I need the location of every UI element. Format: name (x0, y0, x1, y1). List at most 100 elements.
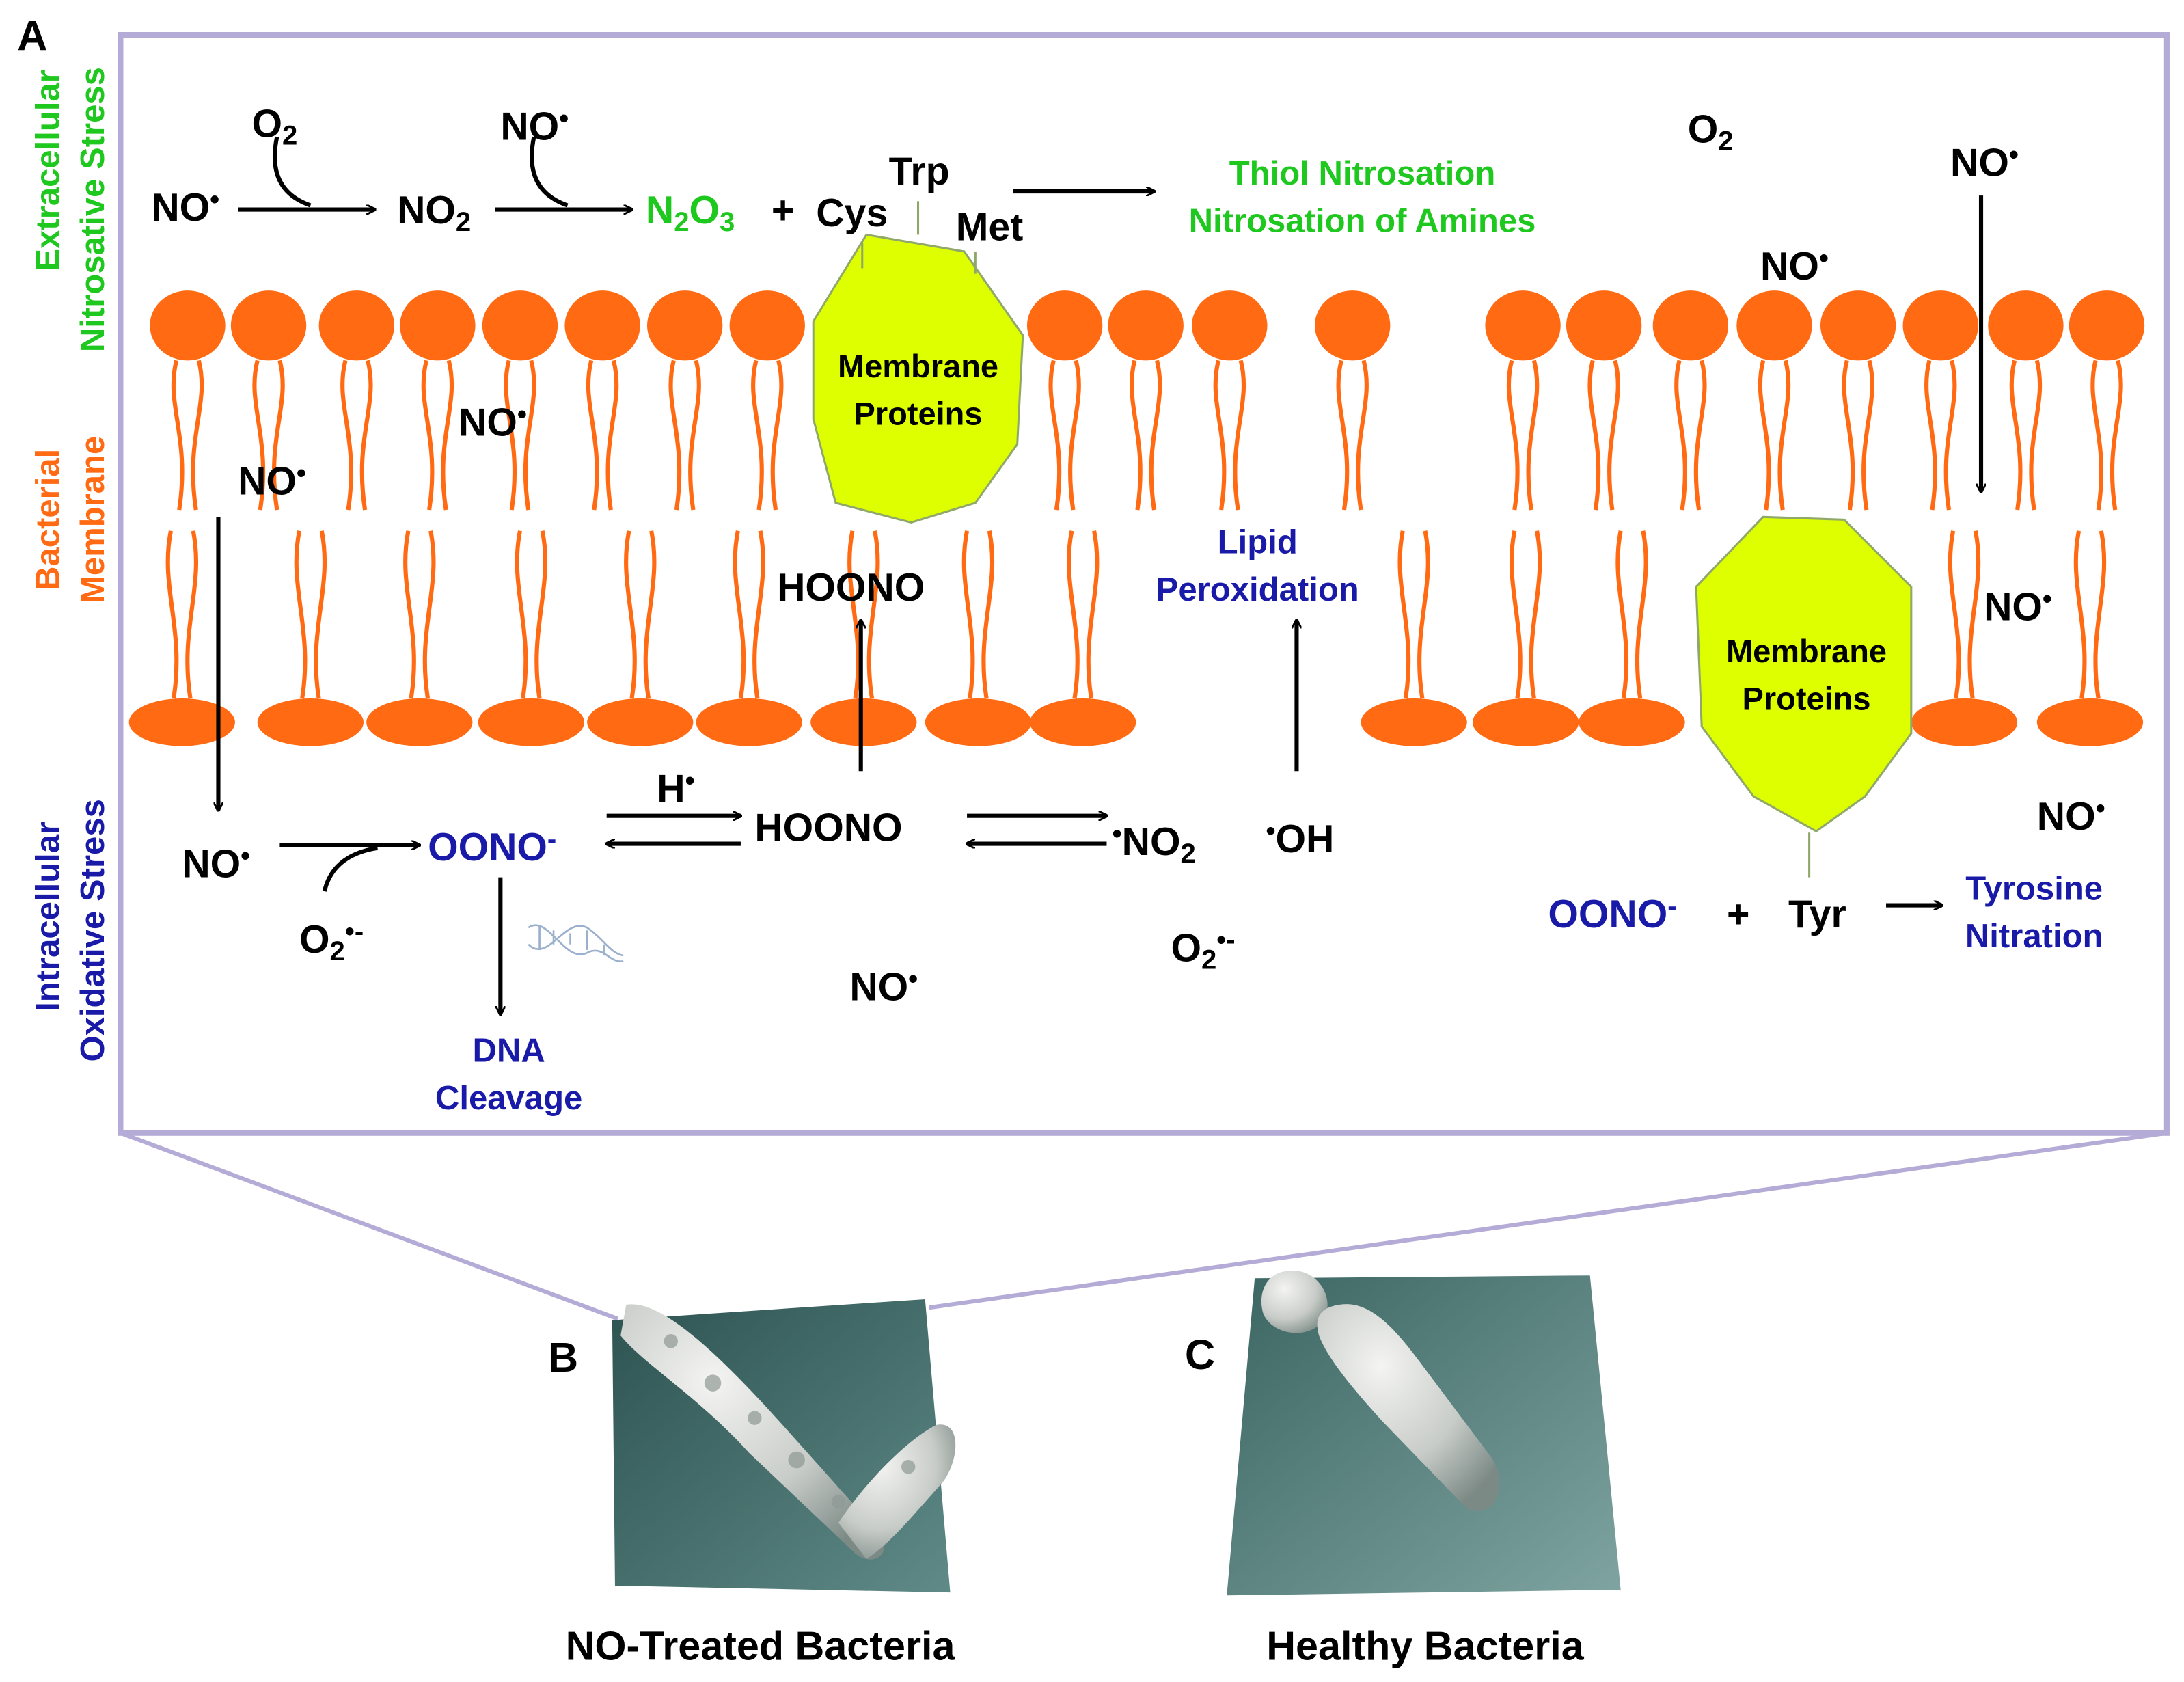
lipid-tail-bottom (981, 530, 995, 699)
no-radical: NO• (238, 459, 306, 504)
lipid-tail-top (1758, 360, 1771, 511)
peroxynitrite: OONO- (428, 824, 556, 869)
dna-icon (528, 924, 624, 962)
lipid-tail-bottom (624, 530, 637, 699)
lipid-head-bottom (366, 698, 473, 746)
side-label-oxidative-stress: Oxidative Stress (74, 799, 111, 1061)
h-radical: H• (657, 765, 694, 811)
no-radical: NO• (2037, 793, 2105, 839)
lipid-tail-bottom (534, 530, 548, 699)
membrane-protein-left (812, 233, 1024, 524)
lipid-tail-top (191, 360, 204, 511)
lipid-tail-bottom (1509, 530, 1523, 699)
lipid-head-bottom (1361, 698, 1467, 746)
micrograph-healthy (1227, 1271, 1621, 1596)
side-label-extracellular: Extracellular (29, 70, 66, 271)
side-label-intracellular: Intracellular (29, 822, 66, 1012)
superoxide: O2•- (1171, 925, 1235, 975)
lipid-tail-top (2090, 360, 2104, 511)
lipid-tail-bottom (2073, 530, 2087, 699)
lipid-tail-top (441, 360, 454, 511)
no-radical: NO• (182, 841, 250, 886)
membrane-protein-label: Membrane (838, 348, 998, 384)
lipid-tail-bottom (1067, 530, 1080, 699)
lipid-tail-top (2110, 360, 2123, 511)
no-radical: NO• (500, 103, 569, 148)
lipid-head-top (1026, 290, 1103, 361)
lipid-head-top (1192, 290, 1268, 361)
lipid-tail-bottom (2093, 530, 2107, 699)
n2o3: N2O3 (646, 189, 735, 237)
lipid-tail-bottom (165, 530, 179, 699)
lipid-tail-top (1693, 360, 1707, 511)
lipid-head-top (1902, 290, 1978, 361)
lipid-head-bottom (1579, 698, 1685, 746)
lipid-head-bottom (587, 698, 694, 746)
lipid-tail-top (1506, 360, 1520, 511)
no-radical: NO• (1760, 243, 1829, 288)
lipid-tail-top (421, 360, 435, 511)
lipid-tail-top (1068, 360, 1081, 511)
lipid-tail-bottom (1967, 530, 1981, 699)
lipid-tail-bottom (294, 530, 308, 699)
lipid-tail-top (271, 360, 285, 511)
lipid-tail-top (605, 360, 619, 511)
lipid-tail-bottom (1529, 530, 1542, 699)
outcome-nitration: Nitration (1965, 918, 2103, 955)
hoono: HOONO (754, 806, 902, 850)
hoono-membrane: HOONO (777, 566, 925, 610)
lipid-tail-bottom (752, 530, 765, 699)
lipid-tail-top (586, 360, 599, 511)
lipid-tail-bottom (733, 530, 746, 699)
lipid-tail-top (1587, 360, 1601, 511)
lipid-bilayer (128, 290, 2145, 746)
hydroxyl-radical: •OH (1266, 816, 1334, 861)
lipid-tail-top (1129, 360, 1143, 511)
lipid-tail-bottom (643, 530, 657, 699)
lipid-tail-bottom (1635, 530, 1648, 699)
plus-sign: + (1727, 893, 1749, 936)
lipid-head-top (1485, 290, 1561, 361)
lipid-tail-bottom (314, 530, 327, 699)
lipid-tail-top (1842, 360, 1855, 511)
outcome-peroxidation: Peroxidation (1156, 571, 1359, 608)
lipid-tail-bottom (1086, 530, 1100, 699)
lipid-head-bottom (2036, 698, 2144, 746)
lipid-head-bottom (257, 698, 364, 746)
lipid-head-top (2069, 290, 2145, 361)
membrane-protein-label: Membrane (1726, 633, 1887, 669)
lipid-tail-top (1674, 360, 1687, 511)
lipid-tail-bottom (1417, 530, 1430, 699)
lipid-tail-top (1048, 360, 1062, 511)
cys: Cys (816, 191, 888, 235)
lipid-tail-top (1356, 360, 1369, 511)
lipid-tail-top (688, 360, 701, 511)
lipid-tail-bottom (403, 530, 416, 699)
lipid-tail-top (504, 360, 517, 511)
lipid-tail-bottom (1615, 530, 1629, 699)
zoom-line-right (929, 1130, 2168, 1310)
lipid-head-top (729, 290, 805, 361)
lipid-tail-top (340, 360, 353, 511)
o2: O2 (252, 102, 298, 150)
caption-healthy-bacteria: Healthy Bacteria (1266, 1623, 1584, 1668)
lipid-tail-top (523, 360, 536, 511)
lipid-head-top (318, 290, 395, 361)
lipid-tail-bottom (422, 530, 436, 699)
no-radical: NO• (151, 185, 219, 230)
lipid-tail-bottom (866, 530, 880, 699)
lipid-tail-top (2009, 360, 2023, 511)
lipid-head-bottom (128, 698, 235, 746)
lipid-head-bottom (478, 698, 584, 746)
zoom-frame (118, 32, 2170, 1136)
peroxynitrite: OONO- (1548, 891, 1676, 936)
lipid-head-top (400, 290, 476, 361)
lipid-head-top (1315, 290, 1391, 361)
lipid-tail-bottom (515, 530, 528, 699)
membrane-protein-right (1695, 515, 1913, 833)
panel-label-b: B (548, 1333, 578, 1381)
lipid-tail-top (171, 360, 185, 511)
no-radical: NO• (459, 400, 527, 445)
